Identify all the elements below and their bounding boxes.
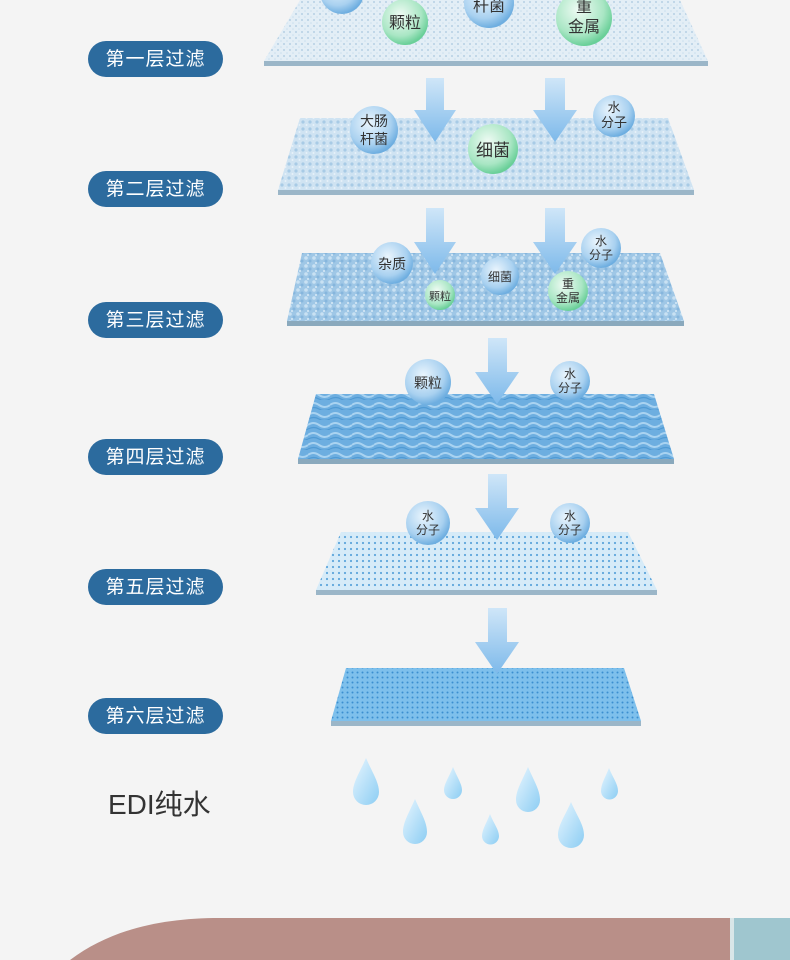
particle-bubble: 颗粒 (382, 0, 428, 45)
water-drop-icon (353, 758, 379, 805)
svg-text:杂质: 杂质 (378, 257, 406, 273)
water-drop-icon (601, 768, 618, 800)
svg-text:杆菌: 杆菌 (360, 132, 388, 148)
svg-text:细菌: 细菌 (476, 141, 510, 161)
svg-text:分子: 分子 (416, 523, 440, 537)
bacteria-bubble: 细菌 (468, 124, 518, 174)
svg-text:分子: 分子 (601, 116, 627, 131)
down-arrow-icon (475, 608, 519, 674)
svg-text:颗粒: 颗粒 (429, 289, 451, 303)
svg-text:水: 水 (564, 509, 576, 523)
water-molecule-bubble: 水 分子 (406, 501, 450, 545)
filter-layer-6 (331, 668, 641, 726)
svg-text:金属: 金属 (556, 290, 580, 305)
water-molecule-bubble: 水 分子 (581, 228, 621, 268)
water-drop-icon (558, 802, 584, 848)
svg-text:杆菌: 杆菌 (473, 0, 505, 15)
svg-text:水: 水 (422, 509, 434, 523)
svg-text:细菌: 细菌 (488, 270, 512, 284)
svg-text:分子: 分子 (589, 248, 613, 262)
svg-text:水: 水 (607, 101, 620, 116)
water-molecule-bubble: 水 分子 (550, 503, 590, 543)
impurity-bubble: 杂质 (371, 242, 413, 284)
particle-bubble: 颗粒 (405, 359, 451, 405)
water-molecule-bubble: 水 分子 (593, 95, 635, 137)
water-molecule-bubble: 水 分子 (550, 361, 590, 401)
svg-text:颗粒: 颗粒 (389, 13, 421, 32)
heavy-metal-bubble: 重 金属 (548, 271, 588, 311)
svg-text:分子: 分子 (558, 381, 582, 395)
water-drop-icon (482, 814, 499, 845)
svg-text:颗粒: 颗粒 (414, 376, 442, 392)
svg-text:分子: 分子 (558, 523, 582, 537)
svg-text:水: 水 (595, 234, 607, 248)
particle-bubble: 颗粒 (425, 280, 455, 310)
filter-layer-5 (316, 532, 657, 595)
water-drop-icon (444, 767, 462, 799)
svg-text:大肠: 大肠 (360, 114, 388, 130)
svg-text:水: 水 (564, 367, 576, 381)
svg-text:金属: 金属 (568, 17, 600, 36)
water-drop-icon (403, 799, 427, 844)
svg-text:重: 重 (562, 277, 574, 291)
bacteria-bubble: 细菌 (481, 257, 519, 295)
filter-layer-4 (298, 394, 674, 464)
e-coli-bubble: 大肠 杆菌 (350, 106, 398, 154)
bottom-decoration (70, 918, 790, 960)
down-arrow-icon (475, 474, 519, 540)
svg-text:重: 重 (576, 0, 592, 16)
water-drop-icon (516, 767, 540, 812)
